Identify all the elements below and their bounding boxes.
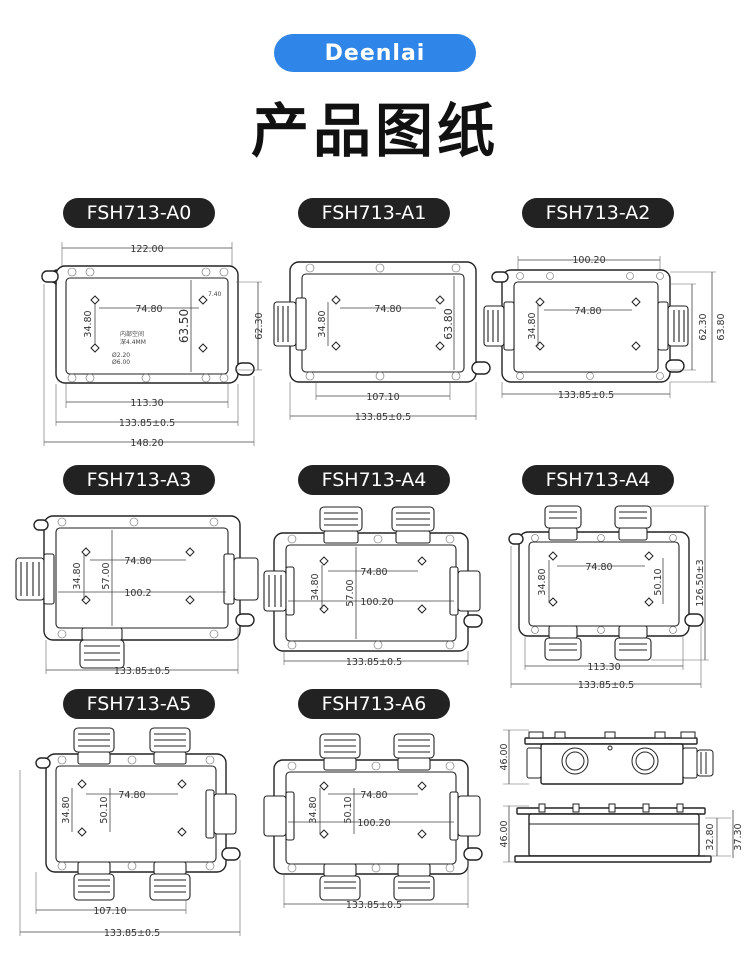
dim-a4b-h1: 34.80 — [537, 568, 548, 595]
dim-a1-inner-w: 74.80 — [374, 304, 401, 315]
note-a0-space: 内部空间 — [120, 330, 144, 338]
model-label-a4-b: FSH713-A4 — [522, 465, 674, 495]
brand-badge: Deenlai — [274, 34, 476, 72]
dim-a1-w1: 107.10 — [366, 392, 399, 403]
dim-a2-top: 100.20 — [572, 255, 605, 266]
model-label-a5: FSH713-A5 — [63, 689, 215, 719]
drawing-a0: 122.00 74.80 34.80 63.50 7.40 内部空间 深4.4M… — [36, 238, 276, 453]
dim-a6-w2: 133.85±0.5 — [346, 900, 402, 911]
drawing-a5: 74.80 34.80 50.10 107.10 133.85±0.5 — [14, 726, 254, 946]
dim-a0-r: 7.40 — [208, 291, 222, 298]
dim-side-r2: 37.30 — [733, 823, 744, 850]
dim-a1-w2: 133.85±0.5 — [355, 412, 411, 423]
dim-side-top-h: 46.00 — [499, 743, 510, 770]
drawing-a4: 74.80 34.80 57.00 100.20 133.85±0.5 — [262, 505, 502, 670]
dim-a0-inner-w: 74.80 — [135, 304, 162, 315]
dim-a0-h1: 34.80 — [83, 310, 94, 337]
dim-a4-w2: 133.85±0.5 — [346, 657, 402, 668]
dim-a0-w1: 113.30 — [130, 398, 163, 409]
dim-a4b-w1: 113.30 — [587, 662, 620, 673]
drawing-a3: 74.80 34.80 57.00 100.2 133.85±0.5 — [12, 510, 259, 680]
side-view-top: 46.00 — [495, 724, 745, 794]
note-a0-hole1: Ø2.20 — [112, 352, 130, 359]
dim-a5-h2: 50.10 — [99, 796, 110, 823]
dim-a0-top: 122.00 — [130, 244, 163, 255]
model-label-a4: FSH713-A4 — [298, 465, 450, 495]
dim-side-r1: 32.80 — [705, 823, 716, 850]
dim-a3-mid: 100.2 — [124, 588, 151, 599]
note-a0-hole2: Ø6.00 — [112, 359, 130, 366]
model-label-a0: FSH713-A0 — [63, 198, 215, 228]
dim-a4-inner-w: 74.80 — [360, 567, 387, 578]
dim-a6-mid: 100.20 — [357, 818, 390, 829]
dim-a4b-h3: 126.50±3 — [695, 559, 706, 606]
dim-a5-w2: 133.85±0.5 — [104, 928, 160, 939]
dim-a4b-inner-w: 74.80 — [585, 562, 612, 573]
model-label-a1: FSH713-A1 — [298, 198, 450, 228]
dim-a4-h2: 57.00 — [345, 579, 356, 606]
dim-a1-h1: 34.80 — [317, 310, 328, 337]
dim-a3-h1: 34.80 — [72, 562, 83, 589]
dim-a1-h2: 63.80 — [442, 308, 455, 340]
dim-a2-w2: 133.85±0.5 — [558, 390, 614, 401]
dim-a6-h2: 50.10 — [343, 796, 354, 823]
dim-a2-inner-w: 74.80 — [574, 306, 601, 317]
dim-side-bottom-h: 46.00 — [499, 820, 510, 847]
dim-a4-h1: 34.80 — [310, 573, 321, 600]
dim-a4b-w2: 133.85±0.5 — [578, 680, 634, 691]
dim-a6-h1: 34.80 — [308, 796, 319, 823]
drawing-a4-b: 74.80 34.80 50.10 126.50±3 113.30 133.85… — [495, 502, 745, 692]
page-title: 产品图纸 — [250, 97, 499, 165]
dim-a5-inner-w: 74.80 — [118, 790, 145, 801]
side-view-bottom: 46.00 32.80 37.30 — [495, 800, 745, 870]
dim-a0-w2: 133.85±0.5 — [119, 418, 175, 429]
dim-a6-inner-w: 74.80 — [360, 790, 387, 801]
dim-a2-h3: 63.80 — [716, 313, 727, 340]
dim-a0-h3: 62.30 — [254, 312, 265, 339]
model-label-a3: FSH713-A3 — [63, 465, 215, 495]
dim-a5-w1: 107.10 — [93, 906, 126, 917]
model-label-a6: FSH713-A6 — [298, 689, 450, 719]
dim-a2-h1: 34.80 — [527, 312, 538, 339]
model-label-a2: FSH713-A2 — [522, 198, 674, 228]
dim-a3-inner-w: 74.80 — [124, 556, 151, 567]
dim-a0-w3: 148.20 — [130, 438, 163, 449]
drawing-a1: 74.80 34.80 63.80 107.10 133.85±0.5 — [268, 258, 491, 428]
dim-a3-h2: 57.00 — [101, 562, 112, 589]
dim-a4b-h2: 50.10 — [653, 568, 664, 595]
dim-a0-h2: 63.50 — [177, 309, 191, 343]
dim-a2-h2: 62.30 — [698, 313, 709, 340]
drawing-a6: 74.80 34.80 50.10 100.20 133.85±0.5 — [262, 730, 502, 915]
drawing-a2: 100.20 74.80 34.80 62.30 63.80 133.85±0.… — [480, 250, 730, 405]
note-a0-depth: 深4.4MM — [120, 338, 146, 346]
dim-a3-w2: 133.85±0.5 — [114, 666, 170, 677]
dim-a5-h1: 34.80 — [61, 796, 72, 823]
dim-a4-mid: 100.20 — [360, 597, 393, 608]
